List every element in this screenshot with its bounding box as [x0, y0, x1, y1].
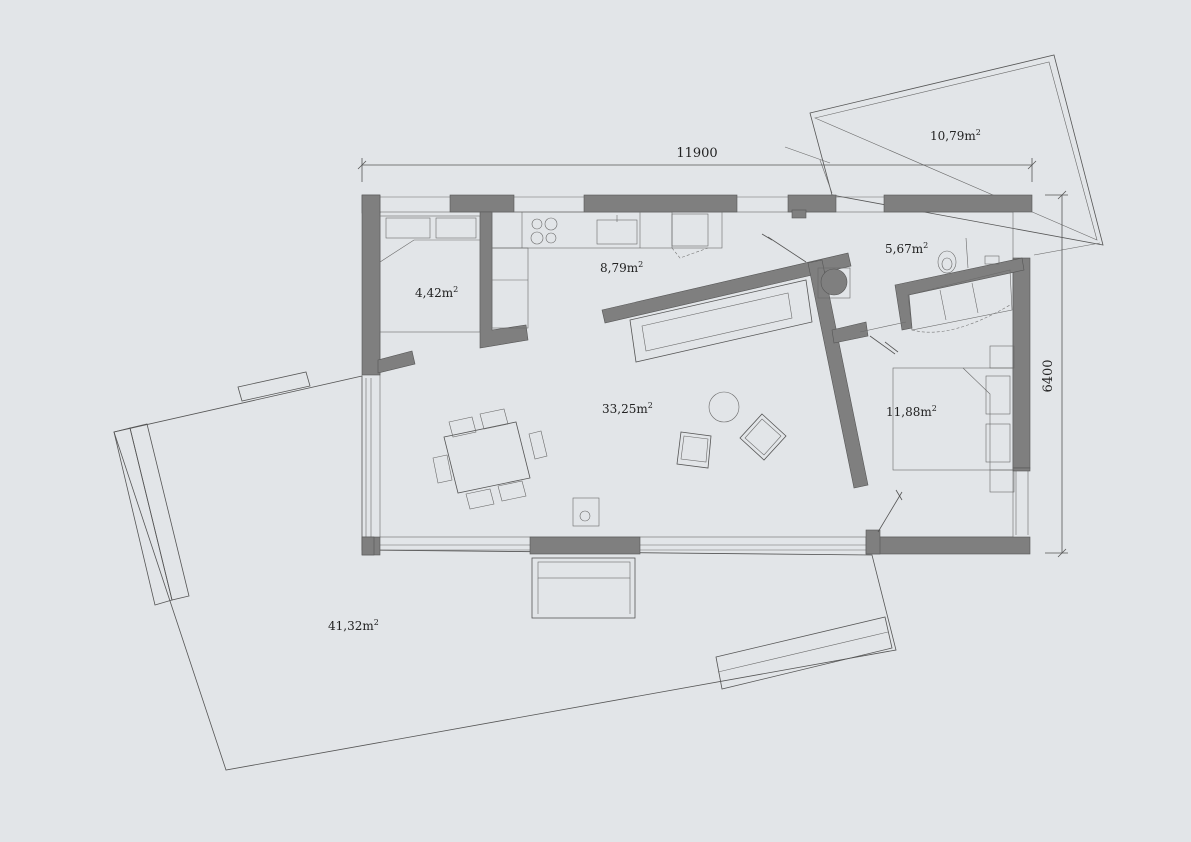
terrace-deck: [113, 371, 897, 771]
area-label-living: 33,25m2: [602, 401, 653, 416]
floor-drain: [572, 497, 600, 527]
walls: [361, 194, 1033, 556]
coffee-table: [708, 391, 740, 423]
area-label-north-deck: 10,79m2: [930, 128, 981, 143]
armchair-left: [676, 431, 712, 469]
building-outline: [365, 196, 1029, 551]
armchair-right: [739, 413, 787, 461]
bath-fixtures: [907, 237, 1013, 333]
stove: [817, 267, 851, 299]
dining-set: [432, 408, 548, 510]
dimension-width: 11900: [357, 146, 1037, 182]
dimension-height-label: 6400: [1041, 359, 1056, 392]
area-label-kitchen: 8,79m2: [600, 260, 643, 275]
outdoor-sofa: [531, 557, 636, 619]
small-bedroom-bed: [379, 215, 481, 333]
dimension-height: 6400: [1041, 190, 1068, 558]
area-label-small-bedroom: 4,42m2: [415, 285, 458, 300]
north-deck: [784, 54, 1104, 256]
kitchen-counter: [491, 211, 723, 329]
area-label-bath: 5,67m2: [885, 241, 928, 256]
dimension-width-label: 11900: [676, 146, 717, 161]
door-swings: [761, 233, 907, 533]
area-label-bedroom: 11,88m2: [886, 404, 937, 419]
area-label-terrace: 41,32m2: [328, 618, 379, 633]
bedroom-bed: [892, 345, 1015, 493]
sofa: [629, 279, 813, 363]
